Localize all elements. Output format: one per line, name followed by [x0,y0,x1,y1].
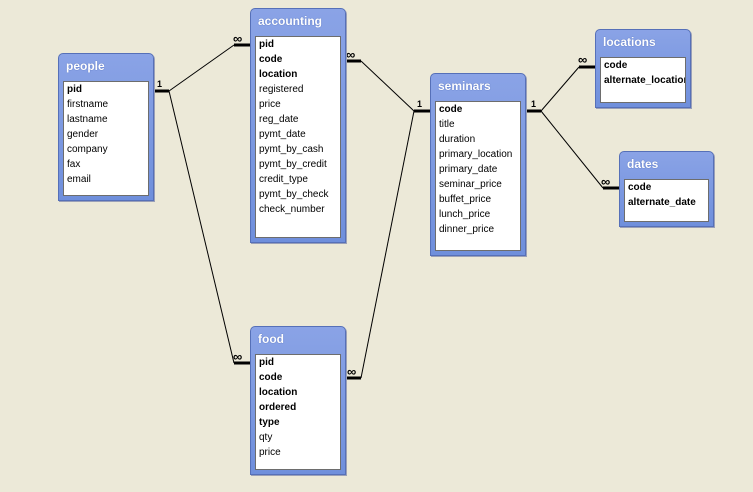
table-accounting[interactable]: accounting pid code location registered … [250,8,346,243]
relationship-seminars-accounting[interactable] [344,59,430,113]
card-seminars-dates-many: ∞ [601,174,610,189]
field-seminars-code[interactable]: code [439,104,463,115]
field-seminars-duration[interactable]: duration [439,134,476,145]
field-accounting-pymt-date[interactable]: pymt_date [259,129,306,140]
table-dates-title[interactable]: dates [627,157,659,171]
relationship-people-accounting[interactable] [152,43,250,93]
field-food-pid[interactable]: pid [259,357,274,368]
field-accounting-location[interactable]: location [259,69,298,80]
field-food-ordered[interactable]: ordered [259,402,297,413]
table-people-fields[interactable]: pid firstname lastname gender company fa… [63,81,149,196]
card-seminars-accounting-many: ∞ [346,47,355,62]
table-dates-fields[interactable]: code alternate_date [624,179,709,222]
field-accounting-price[interactable]: price [259,99,281,110]
field-accounting-registered[interactable]: registered [259,84,304,95]
field-food-type[interactable]: type [259,417,280,428]
field-accounting-credit-type[interactable]: credit_type [259,174,308,185]
field-dates-code[interactable]: code [628,182,652,193]
field-locations-code[interactable]: code [604,60,628,71]
field-locations-alternate-location[interactable]: alternate_location [604,75,685,86]
card-people-accounting-one: 1 [157,79,163,89]
field-seminars-primary-location[interactable]: primary_location [439,149,513,160]
table-dates[interactable]: dates code alternate_date [619,151,714,227]
table-food-title[interactable]: food [258,332,284,346]
field-people-lastname[interactable]: lastname [67,114,108,125]
card-people-food-many: ∞ [233,349,242,364]
field-seminars-dinner-price[interactable]: dinner_price [439,224,495,235]
card-seminars-locations-many: ∞ [578,52,587,67]
table-seminars[interactable]: seminars code title duration primary_loc… [430,73,526,256]
table-food-fields[interactable]: pid code location ordered type qty price [255,354,341,470]
table-people-title[interactable]: people [66,59,105,73]
card-people-accounting-many: ∞ [233,31,242,46]
field-people-fax[interactable]: fax [67,159,81,170]
field-seminars-lunch-price[interactable]: lunch_price [439,209,491,220]
field-people-pid[interactable]: pid [67,84,82,95]
field-accounting-pid[interactable]: pid [259,39,274,50]
field-accounting-reg-date[interactable]: reg_date [259,114,299,125]
field-people-firstname[interactable]: firstname [67,99,109,110]
table-locations-title[interactable]: locations [603,35,656,49]
field-food-price[interactable]: price [259,447,281,458]
field-accounting-pymt-by-cash[interactable]: pymt_by_cash [259,144,324,155]
table-seminars-fields[interactable]: code title duration primary_location pri… [435,101,521,251]
field-seminars-buffet-price[interactable]: buffet_price [439,194,492,205]
card-seminars-locations-one: 1 [531,99,537,109]
table-food[interactable]: food pid code location ordered type qty … [250,326,346,475]
field-people-company[interactable]: company [67,144,108,155]
relationship-seminars-food[interactable] [345,110,415,380]
relationship-seminars-locations[interactable] [524,65,595,113]
field-accounting-pymt-by-credit[interactable]: pymt_by_credit [259,159,327,170]
table-locations[interactable]: locations code alternate_location [595,29,691,108]
table-seminars-title[interactable]: seminars [438,79,491,93]
table-accounting-fields[interactable]: pid code location registered price reg_d… [255,36,341,238]
relationship-seminars-dates[interactable] [540,110,619,190]
field-seminars-seminar-price[interactable]: seminar_price [439,179,502,190]
field-food-qty[interactable]: qty [259,432,273,443]
card-seminars-food-many: ∞ [347,364,356,379]
table-people[interactable]: people pid firstname lastname gender com… [58,53,154,201]
field-people-gender[interactable]: gender [67,129,99,140]
field-accounting-pymt-by-check[interactable]: pymt_by_check [259,189,329,200]
field-food-location[interactable]: location [259,387,298,398]
field-food-code[interactable]: code [259,372,283,383]
relationship-people-food[interactable] [168,90,250,365]
card-seminars-accounting-one: 1 [417,99,423,109]
field-seminars-title[interactable]: title [439,119,455,130]
field-accounting-code[interactable]: code [259,54,283,65]
field-seminars-primary-date[interactable]: primary_date [439,164,498,175]
table-locations-fields[interactable]: code alternate_location [600,57,686,103]
field-dates-alternate-date[interactable]: alternate_date [628,197,696,208]
field-people-email[interactable]: email [67,174,91,185]
table-accounting-title[interactable]: accounting [258,14,323,28]
field-accounting-check-number[interactable]: check_number [259,204,325,215]
